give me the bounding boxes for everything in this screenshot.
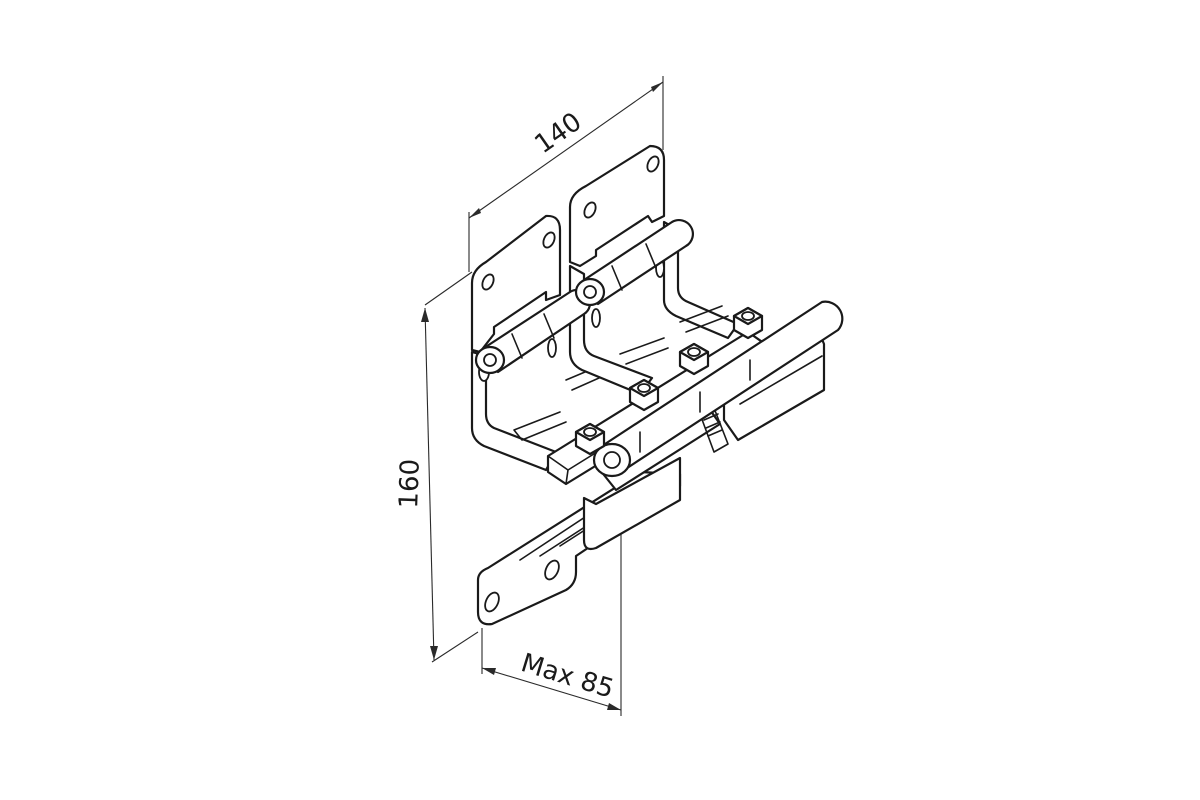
dimension-width-label: 140 <box>529 107 587 160</box>
bolt-4 <box>732 306 764 340</box>
bolt-3 <box>678 342 710 376</box>
right-hinge-knuckle <box>574 219 694 307</box>
dimension-depth-label: Max 85 <box>517 648 617 704</box>
right-wall-plate <box>568 144 740 396</box>
dimension-height: 160 <box>394 271 479 663</box>
bolt-2 <box>628 378 660 412</box>
pivot-cylinder <box>592 300 844 478</box>
bolt-1 <box>574 422 606 456</box>
dimension-height-label: 160 <box>394 458 426 509</box>
